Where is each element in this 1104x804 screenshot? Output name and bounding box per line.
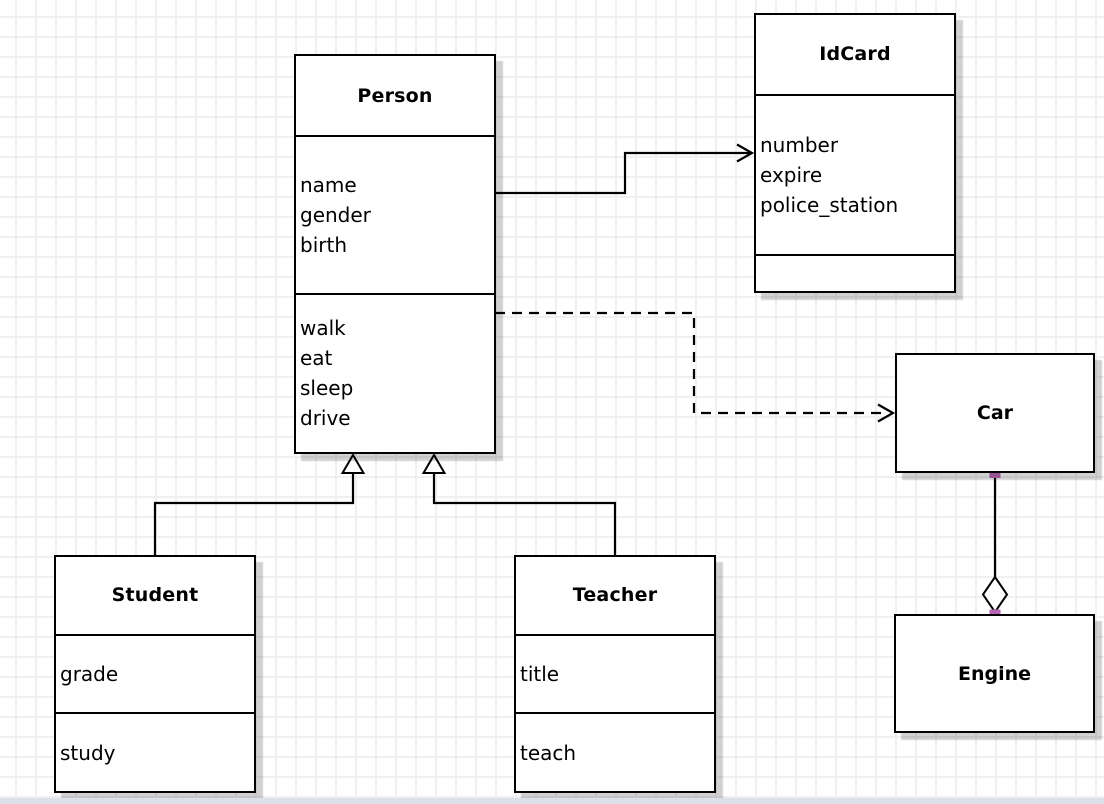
class-box-teacher[interactable]: Teacher title teach <box>514 555 716 793</box>
class-box-idcard[interactable]: IdCard number expire police_station <box>754 13 956 293</box>
class-title: IdCard <box>819 43 891 66</box>
method-line: drive <box>300 406 351 431</box>
class-box-car[interactable]: Car <box>895 353 1095 473</box>
connector-person-car[interactable] <box>495 311 896 423</box>
connector-teacher-person[interactable] <box>421 453 617 555</box>
attributes-compartment: grade <box>56 633 254 713</box>
window-bottom-edge <box>0 798 1104 804</box>
attribute-line: number <box>760 132 839 157</box>
attribute-line: birth <box>300 232 347 257</box>
class-title: Engine <box>957 662 1032 685</box>
open-arrowhead-icon <box>736 143 755 163</box>
class-title: Person <box>357 84 433 107</box>
attributes-compartment: name gender birth <box>296 135 494 292</box>
method-line: walk <box>300 316 346 341</box>
attributes-compartment: number expire police_station <box>756 93 954 254</box>
attributes-compartment: title <box>516 633 714 713</box>
method-line: teach <box>520 740 577 765</box>
method-line: eat <box>300 346 333 371</box>
methods-compartment: teach <box>516 712 714 791</box>
methods-compartment-empty <box>756 253 954 291</box>
attribute-line: grade <box>60 662 119 686</box>
class-title: Car <box>976 402 1014 424</box>
class-title: Student <box>111 584 199 607</box>
inheritance-triangle-icon <box>421 453 447 474</box>
attribute-line: gender <box>300 202 371 227</box>
class-title: Teacher <box>572 584 658 607</box>
aggregation-diamond-icon <box>981 575 1009 614</box>
method-line: study <box>60 740 116 765</box>
attribute-line: name <box>300 172 357 197</box>
class-box-engine[interactable]: Engine <box>894 614 1095 733</box>
class-box-student[interactable]: Student grade study <box>54 555 256 793</box>
connector-person-idcard[interactable] <box>495 143 755 195</box>
methods-compartment: walk eat sleep drive <box>296 292 494 452</box>
method-line: sleep <box>300 376 354 401</box>
attribute-line: title <box>520 662 560 686</box>
attribute-line: expire <box>760 162 823 187</box>
attribute-line: police_station <box>760 192 899 217</box>
connector-student-person[interactable] <box>153 453 366 555</box>
class-box-person[interactable]: Person name gender birth walk eat sleep … <box>294 54 496 454</box>
open-arrowhead-icon <box>877 403 896 423</box>
inheritance-triangle-icon <box>340 453 366 474</box>
methods-compartment: study <box>56 712 254 791</box>
connector-car-engine[interactable] <box>981 467 1009 621</box>
